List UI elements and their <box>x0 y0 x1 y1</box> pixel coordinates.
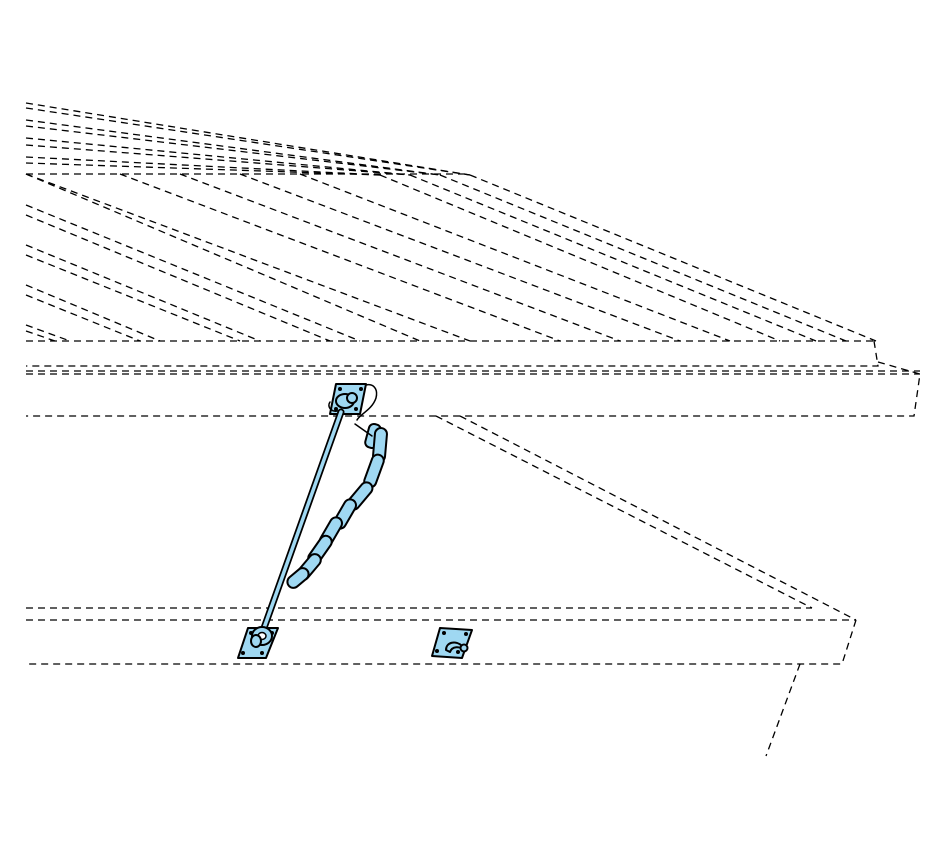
ghost-structure <box>25 102 921 757</box>
stay-rod <box>260 408 345 632</box>
lid-slats <box>25 102 877 342</box>
box-front-board <box>26 607 857 757</box>
stay-chain <box>286 384 388 589</box>
hook-plate <box>431 627 473 659</box>
lid-edge-board <box>26 340 921 417</box>
hardware <box>237 383 473 659</box>
box-side <box>435 415 857 621</box>
upper-mount-plate <box>328 383 367 415</box>
lower-rod-plate <box>237 626 279 659</box>
